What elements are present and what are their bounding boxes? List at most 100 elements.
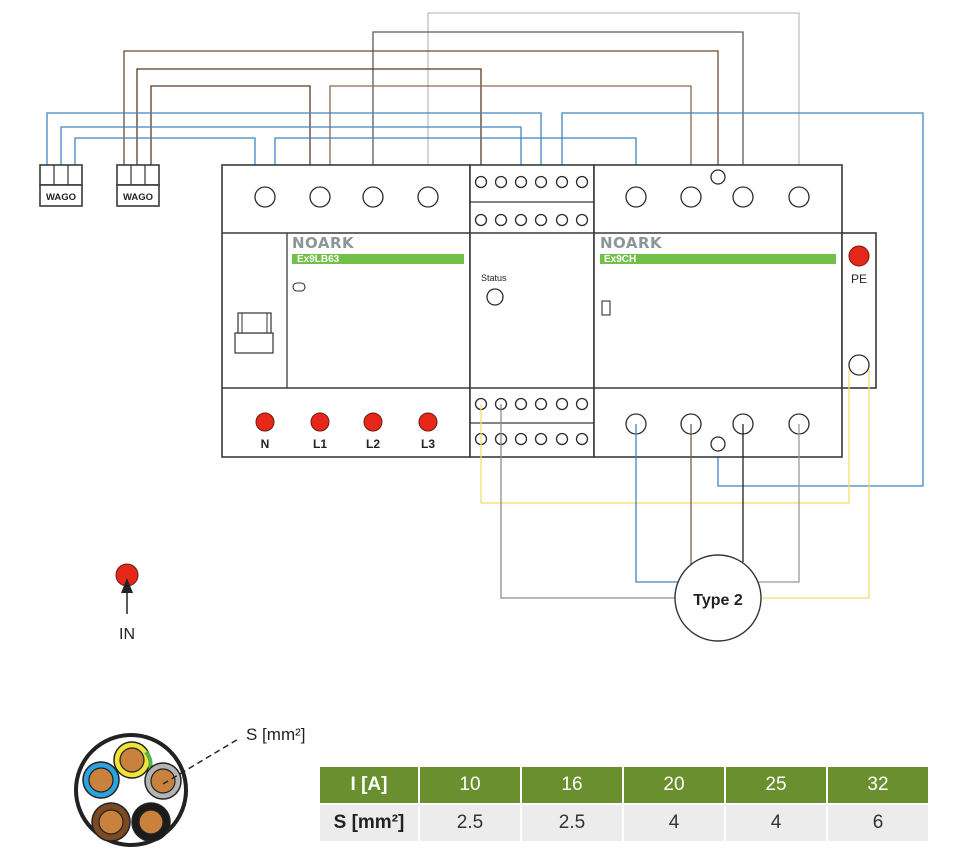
relay-terminal-top-b-2[interactable] (494, 213, 508, 227)
contactor-model: Ex9CH (604, 254, 636, 265)
svg-text:L2: L2 (366, 437, 380, 451)
wire-blue-contactor-type2 (635, 424, 680, 583)
cable-callout-line (162, 737, 241, 785)
rcd-terminal-top-3[interactable] (362, 186, 384, 208)
relay-terminal-top-b-3[interactable] (514, 213, 528, 227)
cable-core-yellow-green (113, 741, 153, 779)
table-row-section: S [mm²] 2.5 2.5 4 4 6 (320, 805, 928, 841)
type2-label: Type 2 (693, 592, 743, 609)
contactor-terminal-top-3[interactable] (732, 186, 754, 208)
relay-terminal-top-a-2[interactable] (494, 175, 508, 189)
type2-connector[interactable]: Type 2 (674, 554, 762, 642)
in-label: IN (119, 626, 135, 643)
rcd-terminal-top-2[interactable] (309, 186, 331, 208)
relay-terminal-top-a-1[interactable] (474, 175, 488, 189)
wire-blue-relay-contactor (561, 112, 924, 487)
wire-gray-contactor-type2 (757, 424, 800, 583)
rcd-terminal-top-4[interactable] (417, 186, 439, 208)
wire-brown-wago-3 (150, 85, 311, 197)
relay-terminal-bottom-b-3[interactable] (514, 432, 528, 446)
relay-terminal-bottom-a-6[interactable] (575, 397, 589, 411)
relay-terminal-top-b-4[interactable] (534, 213, 548, 227)
relay-terminal-bottom-b-4[interactable] (534, 432, 548, 446)
table-cell: 20 (624, 767, 724, 803)
table-cell: 2.5 (522, 805, 622, 841)
table-cell: 32 (828, 767, 928, 803)
input-terminal-l3[interactable]: L3 (418, 412, 438, 451)
table-header-current: I [A] (320, 767, 418, 803)
pe-terminal[interactable] (848, 245, 870, 267)
contactor-brand: NOARK (600, 234, 663, 252)
cable-core-black (131, 802, 171, 842)
relay-terminal-top-a-3[interactable] (514, 175, 528, 189)
contactor-module: NOARK Ex9CH (593, 164, 843, 458)
contactor-model-bar (600, 254, 836, 264)
cable-spec-table: I [A] 10 16 20 25 32 S [mm²] 2.5 2.5 4 4… (318, 765, 930, 843)
bottom-wiring (480, 370, 870, 599)
contactor-terminal-top-1[interactable] (625, 186, 647, 208)
wire-brown-wago-1 (123, 50, 719, 170)
relay-terminal-bottom-a-5[interactable] (555, 397, 569, 411)
pe-output-terminal[interactable] (848, 354, 870, 376)
table-cell: 6 (828, 805, 928, 841)
rcd-model-bar (292, 254, 464, 264)
status-label: Status (481, 273, 507, 283)
wire-light-gray-top (427, 12, 800, 197)
contactor-terminal-top-4[interactable] (788, 186, 810, 208)
wago-block-2: WAGO (116, 164, 160, 207)
wago-block-1: WAGO (39, 164, 83, 207)
cable-core-blue (82, 761, 120, 799)
relay-terminal-bottom-a-4[interactable] (534, 397, 548, 411)
wire-yellow-relay-pe (480, 370, 850, 504)
rcd-model: Ex9LB63 (297, 254, 340, 265)
relay-terminal-top-b-6[interactable] (575, 213, 589, 227)
rcd-brand: NOARK (292, 234, 355, 252)
rcd-terminal-top-1[interactable] (254, 186, 276, 208)
contactor-coil-terminal-bottom[interactable] (710, 436, 726, 452)
table-row-current: I [A] 10 16 20 25 32 (320, 767, 928, 803)
contactor-coil-terminal-top[interactable] (710, 169, 726, 185)
cable-callout-label: S [mm²] (246, 725, 306, 744)
wire-blue-wago-1 (46, 112, 542, 182)
wire-gray-relay-type2 (500, 404, 676, 599)
input-terminal-n[interactable]: N (255, 412, 275, 451)
table-cell: 2.5 (420, 805, 520, 841)
table-cell: 10 (420, 767, 520, 803)
rcd-module: NOARK Ex9LB63 N L1 L2 L3 (221, 164, 471, 458)
svg-text:L1: L1 (313, 437, 327, 451)
contactor-terminal-top-2[interactable] (680, 186, 702, 208)
relay-terminals (474, 175, 589, 446)
pe-label: PE (851, 272, 867, 286)
rcd-indicator (292, 282, 306, 292)
pe-block: PE (841, 232, 877, 389)
rcd-lever[interactable] (234, 312, 274, 354)
table-cell: 25 (726, 767, 826, 803)
table-cell: 4 (624, 805, 724, 841)
svg-text:L3: L3 (421, 437, 435, 451)
relay-terminal-top-b-5[interactable] (555, 213, 569, 227)
relay-terminal-top-a-6[interactable] (575, 175, 589, 189)
relay-terminal-top-b-1[interactable] (474, 213, 488, 227)
relay-terminal-bottom-a-3[interactable] (514, 397, 528, 411)
wire-brown-rcd-contactor (329, 85, 692, 197)
wire-dark-gray-top (372, 31, 744, 197)
wire-blue-wago-2 (60, 126, 522, 182)
wire-brown-wago-2 (136, 68, 482, 182)
relay-terminal-top-a-5[interactable] (555, 175, 569, 189)
input-terminal-l2[interactable]: L2 (363, 412, 383, 451)
wire-yellow-pe-type2 (760, 370, 870, 599)
cable-core-gray (144, 762, 182, 800)
input-terminal-l1[interactable]: L1 (310, 412, 330, 451)
table-cell: 4 (726, 805, 826, 841)
relay-terminal-top-a-4[interactable] (534, 175, 548, 189)
relay-terminal-bottom-b-5[interactable] (555, 432, 569, 446)
cable-core-brown (91, 802, 131, 842)
cable-cross-section: S [mm²] (74, 725, 306, 847)
table-cell: 16 (522, 767, 622, 803)
table-header-section: S [mm²] (320, 805, 418, 841)
relay-module: Status (469, 164, 595, 458)
status-led (486, 288, 504, 306)
arrow-up-icon (121, 578, 133, 593)
relay-terminal-bottom-b-6[interactable] (575, 432, 589, 446)
